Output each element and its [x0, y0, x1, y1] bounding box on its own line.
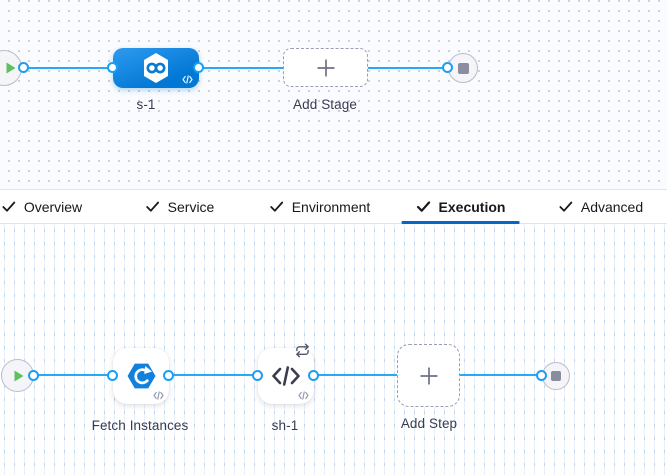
tab-environment[interactable]: Environment: [270, 190, 371, 223]
check-icon: [559, 201, 573, 212]
tab-service[interactable]: Service: [146, 190, 215, 223]
execution-graph-canvas[interactable]: Fetch Instances: [0, 224, 667, 475]
check-icon: [146, 201, 160, 212]
plus-icon: [317, 59, 334, 76]
plus-icon: [420, 367, 437, 384]
add-stage-label: Add Stage: [293, 97, 357, 112]
stage-node-s1[interactable]: [113, 48, 199, 88]
play-icon: [14, 370, 24, 381]
tab-label: Execution: [438, 198, 506, 215]
play-icon: [6, 62, 16, 74]
stage-graph-canvas[interactable]: s-1 Add Stage: [0, 0, 667, 189]
tab-label: Overview: [23, 198, 83, 215]
check-icon: [270, 201, 284, 212]
step-name-label: sh-1: [271, 418, 299, 433]
code-toggle-icon: [298, 391, 309, 400]
connector-point[interactable]: [28, 370, 39, 381]
connector-point[interactable]: [107, 370, 118, 381]
fetch-instances-icon: [127, 363, 155, 389]
connector-point[interactable]: [193, 62, 204, 73]
connector-point[interactable]: [536, 370, 547, 381]
tab-overview[interactable]: Overview: [2, 190, 82, 223]
connector-point[interactable]: [163, 370, 174, 381]
edge-connector-line: [24, 67, 113, 69]
stop-icon: [551, 371, 561, 381]
tab-execution[interactable]: Execution: [402, 190, 520, 224]
check-icon: [416, 201, 431, 212]
edge-connector-line: [368, 67, 449, 69]
code-toggle-icon: [182, 75, 193, 84]
edge-connector-line: [169, 374, 258, 376]
shell-script-icon: [272, 366, 300, 386]
connector-point[interactable]: [442, 62, 453, 73]
add-stage-button[interactable]: [283, 48, 368, 87]
connector-point[interactable]: [18, 62, 29, 73]
tab-label: Advanced: [580, 198, 644, 215]
step-node-sh1[interactable]: [258, 343, 314, 404]
edge-connector-line: [314, 374, 397, 376]
edge-connector-line: [199, 67, 283, 69]
check-icon: [2, 201, 16, 212]
add-step-label: Add Step: [400, 416, 458, 431]
connector-point[interactable]: [107, 62, 118, 73]
add-step-button[interactable]: [397, 344, 460, 407]
tab-advanced[interactable]: Advanced: [559, 190, 643, 223]
cd-stage-infinity-icon: [144, 53, 168, 83]
tab-label: Environment: [291, 198, 371, 215]
code-toggle-icon: [153, 391, 164, 400]
step-name-label: Fetch Instances: [91, 418, 189, 433]
active-tab-underline: [402, 221, 520, 224]
connector-point[interactable]: [252, 370, 263, 381]
edge-connector-line: [34, 374, 113, 376]
step-node-fetch-instances[interactable]: [113, 348, 169, 404]
stage-name-label: s-1: [136, 97, 156, 112]
tab-label: Service: [167, 198, 215, 215]
connector-point[interactable]: [308, 370, 319, 381]
stop-icon: [457, 62, 469, 74]
edge-connector-line: [460, 374, 542, 376]
loop-strategy-icon: [295, 343, 310, 358]
stage-config-tab-bar: Overview Service Environment Execution: [0, 189, 667, 224]
pipeline-end-node: [448, 53, 478, 83]
